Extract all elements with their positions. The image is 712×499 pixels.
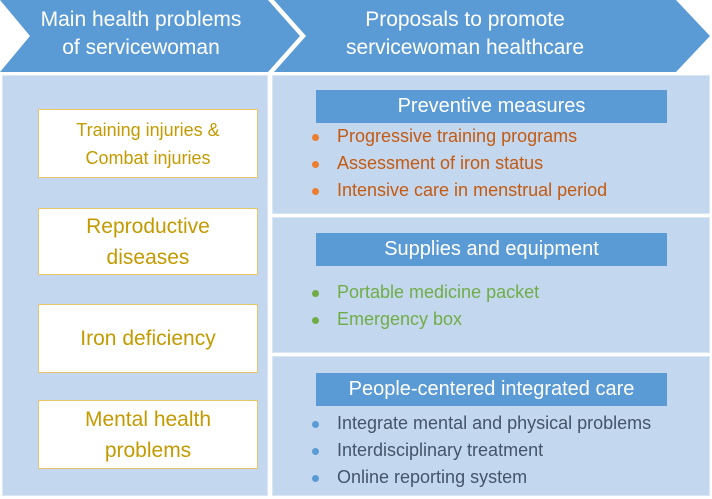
list-item: Interdisciplinary treatment — [310, 437, 651, 464]
header-arrows — [0, 0, 710, 72]
preventive-list: Progressive training programs Assessment… — [310, 123, 607, 204]
problem-line: diseases — [106, 245, 190, 269]
people-list: Integrate mental and physical problems I… — [310, 410, 651, 491]
supplies-header: Supplies and equipment — [316, 233, 667, 266]
list-item: Portable medicine packet — [310, 279, 539, 306]
people-header: People-centered integrated care — [316, 373, 667, 406]
problem-line: Iron deficiency — [80, 327, 216, 350]
problem-line: problems — [104, 438, 192, 462]
problem-box-mental: Mental health problems — [38, 400, 258, 469]
left-arrow-title: Main health problems of servicewoman — [0, 6, 282, 62]
problem-line: Combat injuries — [85, 147, 211, 168]
list-item: Emergency box — [310, 306, 539, 333]
problem-line: Training injuries & — [76, 119, 220, 140]
right-arrow-title-line2: servicewoman healthcare — [345, 36, 585, 59]
problem-line: Reproductive — [86, 214, 210, 238]
right-chevron-arrow — [274, 0, 710, 72]
preventive-header: Preventive measures — [316, 90, 667, 123]
problem-box-injuries: Training injuries & Combat injuries — [38, 109, 258, 178]
list-item: Assessment of iron status — [310, 150, 607, 177]
problem-line: Mental health — [84, 407, 212, 431]
list-item: Intensive care in menstrual period — [310, 177, 607, 204]
left-arrow-title-line1: Main health problems — [40, 8, 242, 31]
right-arrow-title: Proposals to promote servicewoman health… — [300, 6, 630, 62]
list-item: Online reporting system — [310, 464, 651, 491]
right-arrow-title-line1: Proposals to promote — [365, 8, 565, 31]
left-chevron-arrow — [0, 0, 300, 72]
left-arrow-title-line2: of servicewoman — [62, 36, 220, 59]
problem-box-reproductive: Reproductive diseases — [38, 208, 258, 275]
list-item: Integrate mental and physical problems — [310, 410, 651, 437]
supplies-list: Portable medicine packet Emergency box — [310, 279, 539, 333]
problem-box-iron: Iron deficiency — [38, 304, 258, 373]
list-item: Progressive training programs — [310, 123, 607, 150]
